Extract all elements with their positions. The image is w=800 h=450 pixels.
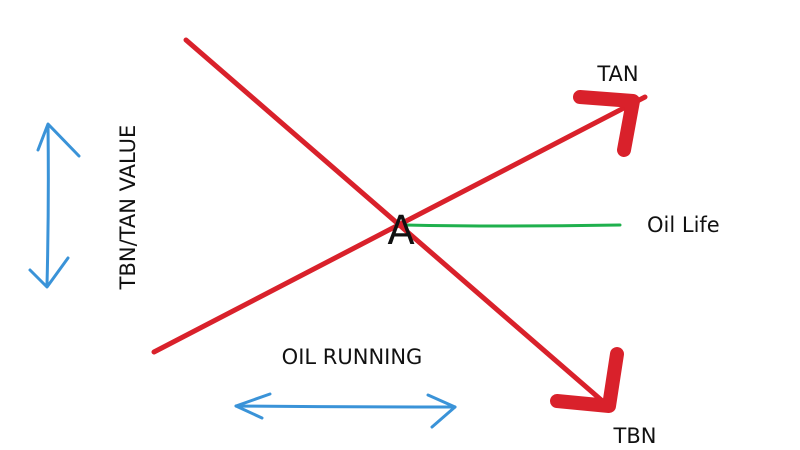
tan-line [151, 94, 648, 355]
vertical-double-arrow-icon [28, 122, 81, 289]
oil-life-line [403, 223, 622, 228]
oil-life-label: Oil Life [647, 213, 720, 237]
tan-arrowhead [573, 90, 640, 157]
tan-label: TAN [596, 62, 638, 86]
tbn-arrowhead [550, 347, 624, 413]
horizontal-double-arrow-icon [234, 392, 457, 429]
intersection-label: A [387, 208, 415, 254]
x-axis-label: OIL RUNNING [282, 345, 423, 369]
tbn-label: TBN [613, 424, 657, 448]
y-axis-label: TBN/TAN VALUE [116, 125, 140, 291]
tbn-line [183, 37, 610, 408]
